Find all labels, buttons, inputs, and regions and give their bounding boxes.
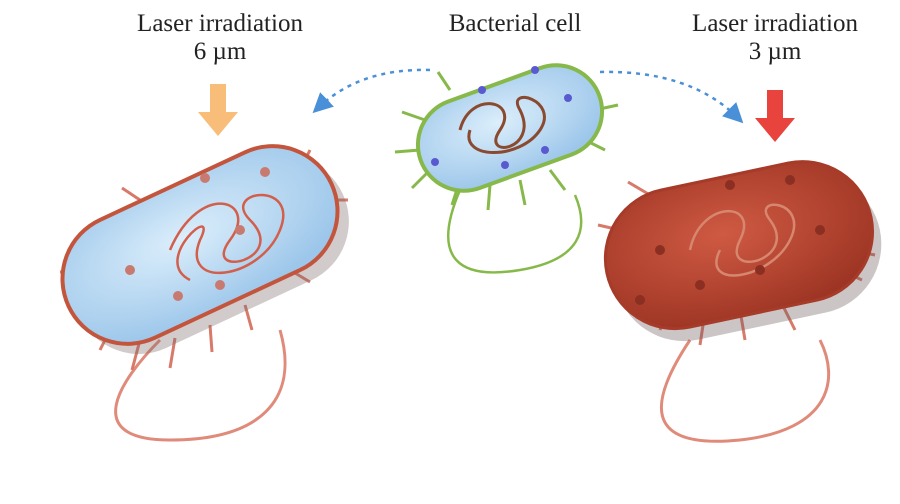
laser-arrow-right — [755, 90, 795, 142]
bacterium-center — [394, 63, 619, 274]
left-label: Laser irradiation 6 µm — [110, 10, 330, 66]
right-title: Laser irradiation — [692, 10, 858, 37]
left-wavelength: 6 µm — [193, 38, 247, 65]
center-title: Bacterial cell — [448, 10, 582, 37]
connector-left — [312, 68, 431, 114]
bacterium-right — [597, 160, 882, 443]
bacterium-left — [59, 144, 349, 442]
right-label: Laser irradiation 3 µm — [665, 10, 885, 66]
connector-right — [599, 70, 744, 124]
laser-arrow-left — [198, 84, 238, 136]
left-title: Laser irradiation — [137, 10, 303, 37]
right-wavelength: 3 µm — [748, 38, 802, 65]
